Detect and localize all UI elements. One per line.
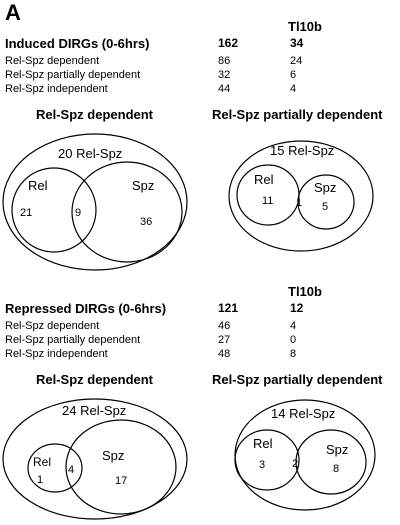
venn-spz-label: Spz — [132, 178, 154, 193]
venn-spz-circle — [297, 174, 355, 230]
induced-venn-partial-title: Rel-Spz partially dependent — [212, 107, 383, 122]
venn-spz-circle — [71, 161, 183, 263]
repressed-col-header: Tl10b — [288, 284, 322, 299]
venn-outer-ellipse — [228, 140, 374, 252]
venn-outer-label: 20 Rel-Spz — [58, 146, 122, 161]
induced-venn-dependent-title: Rel-Spz dependent — [36, 107, 154, 122]
venn-count-rel-only: 11 — [262, 195, 273, 207]
venn-spz-label: Spz — [314, 180, 336, 195]
venn-rel-circle — [27, 443, 83, 493]
venn-rel-circle — [234, 429, 300, 491]
induced-row-label: Rel-Spz partially dependent — [5, 69, 141, 81]
induced-total-tl: 34 — [290, 36, 304, 50]
venn-outer-label: 15 Rel-Spz — [270, 143, 334, 158]
venn-count-rel-only: 21 — [20, 207, 32, 219]
induced-title: Induced DIRGs (0-6hrs) — [5, 36, 150, 51]
repressed-title: Repressed DIRGs (0-6hrs) — [5, 301, 167, 316]
induced-row-value: 44 — [218, 83, 231, 95]
repressed-venn-partial-title: Rel-Spz partially dependent — [212, 372, 383, 387]
venn-outer-ellipse — [2, 398, 188, 520]
repressed-row-label: Rel-Spz independent — [5, 348, 108, 360]
induced-row-value: 86 — [218, 55, 231, 67]
venn-rel-label: Rel — [253, 436, 273, 451]
venn-spz-circle — [65, 419, 177, 515]
venn-count-overlap: 1 — [296, 197, 302, 209]
venn-count-spz-only: 8 — [333, 463, 339, 475]
induced-row-label: Rel-Spz independent — [5, 83, 108, 95]
venn-rel-circle — [11, 167, 97, 253]
venn-count-rel-only: 3 — [259, 459, 265, 471]
repressed-row-label: Rel-Spz partially dependent — [5, 334, 141, 346]
induced-col-header: Tl10b — [288, 19, 322, 34]
venn-count-overlap: 9 — [75, 207, 81, 219]
venn-spz-label: Spz — [102, 448, 124, 463]
repressed-row-value: 48 — [218, 348, 231, 360]
induced-row-tl: 24 — [290, 55, 303, 67]
venn-count-overlap: 2 — [292, 458, 298, 470]
venn-rel-label: Rel — [254, 172, 274, 187]
venn-spz-label: Spz — [326, 442, 348, 457]
venn-count-spz-only: 36 — [140, 216, 152, 228]
venn-rel-label: Rel — [28, 178, 48, 193]
repressed-row-value: 27 — [218, 334, 231, 346]
repressed-total: 121 — [218, 301, 239, 315]
venn-count-overlap: 4 — [68, 464, 74, 476]
induced-total: 162 — [218, 36, 239, 50]
repressed-row-tl: 4 — [290, 320, 297, 332]
repressed-row-tl: 0 — [290, 334, 297, 346]
venn-outer-label: 24 Rel-Spz — [62, 403, 126, 418]
induced-row-tl: 4 — [290, 83, 297, 95]
repressed-row-tl: 8 — [290, 348, 297, 360]
induced-row-value: 32 — [218, 69, 231, 81]
venn-count-spz-only: 5 — [322, 201, 328, 213]
repressed-venn-dependent-title: Rel-Spz dependent — [36, 372, 154, 387]
induced-row-tl: 6 — [290, 69, 297, 81]
repressed-row-value: 46 — [218, 320, 231, 332]
repressed-row-label: Rel-Spz dependent — [5, 320, 100, 332]
venn-rel-label: Rel — [33, 455, 51, 469]
induced-row-label: Rel-Spz dependent — [5, 55, 100, 67]
repressed-total-tl: 12 — [290, 301, 304, 315]
venn-outer-ellipse — [2, 133, 188, 271]
panel-label: A — [5, 0, 21, 25]
venn-outer-label: 14 Rel-Spz — [271, 406, 335, 421]
venn-count-rel-only: 1 — [37, 474, 43, 486]
venn-count-spz-only: 17 — [115, 475, 127, 487]
venn-spz-circle — [295, 429, 367, 495]
